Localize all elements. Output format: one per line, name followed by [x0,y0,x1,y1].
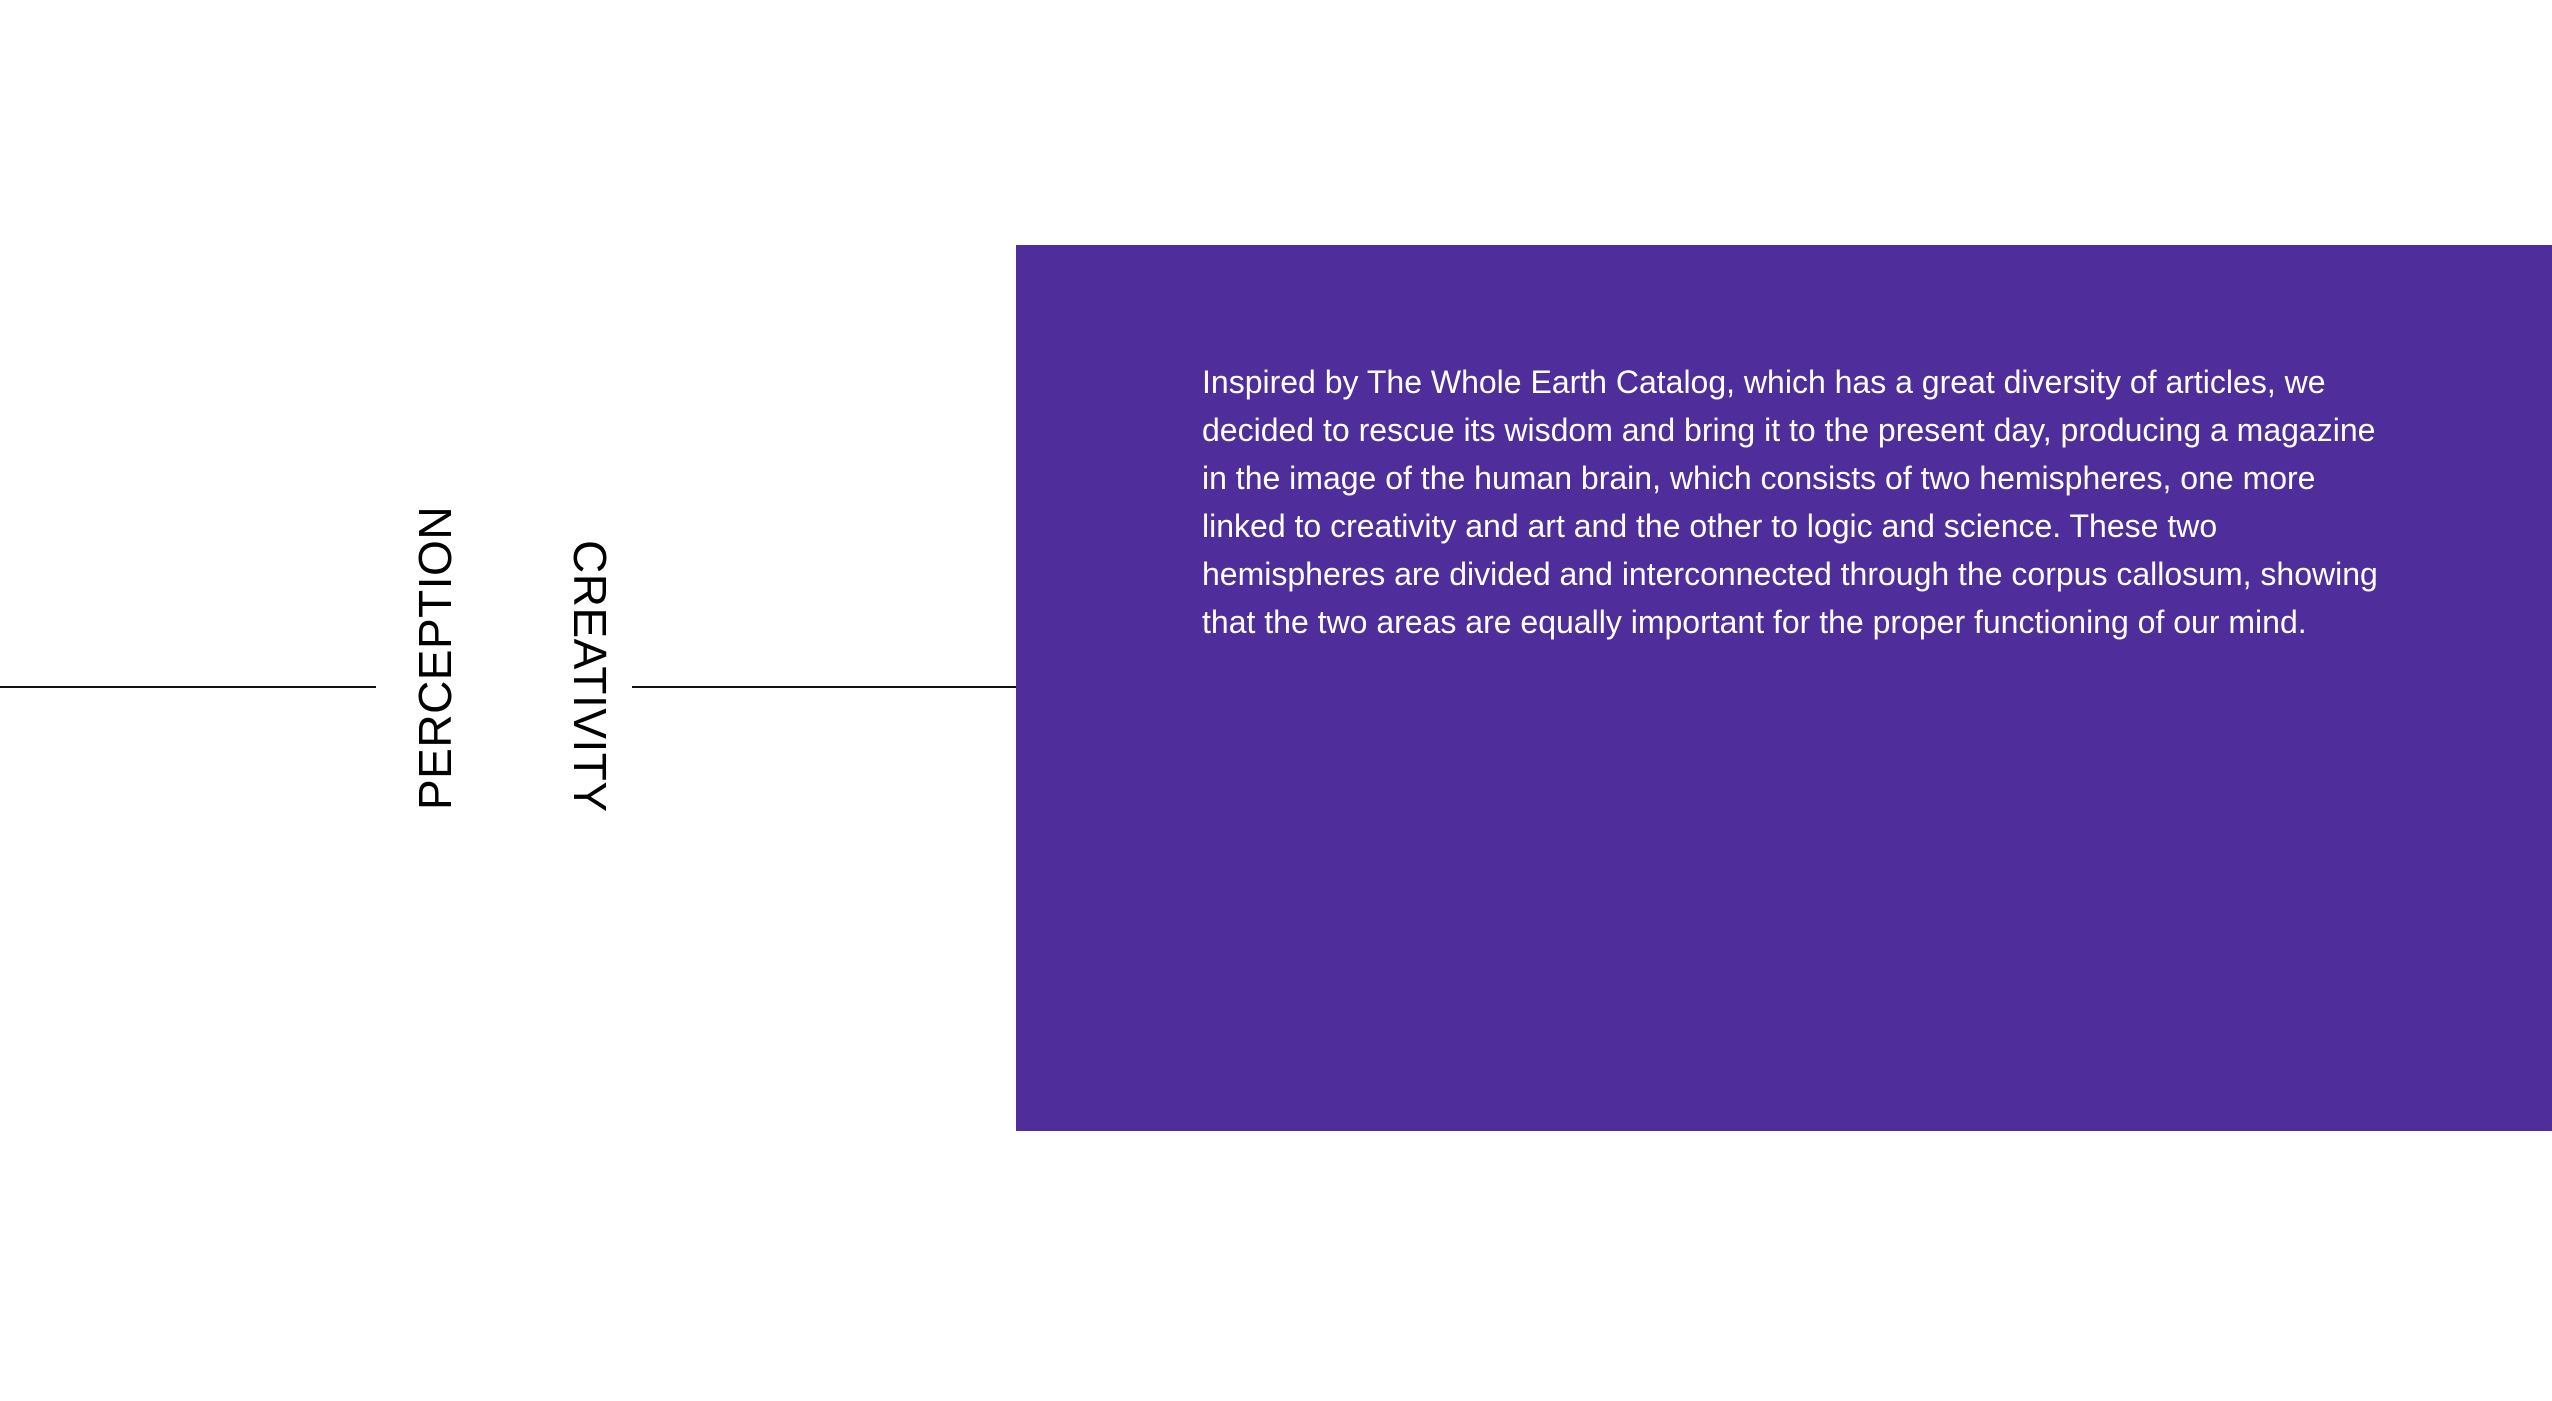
perception-label: PERCEPTION [409,505,461,810]
right-divider-line [632,686,1016,688]
intro-paragraph: Inspired by The Whole Earth Catalog, whi… [1202,364,2378,640]
creativity-label: CREATIVITY [564,540,616,813]
intro-panel: Inspired by The Whole Earth Catalog, whi… [1016,245,2552,1131]
left-divider-line [0,686,376,688]
